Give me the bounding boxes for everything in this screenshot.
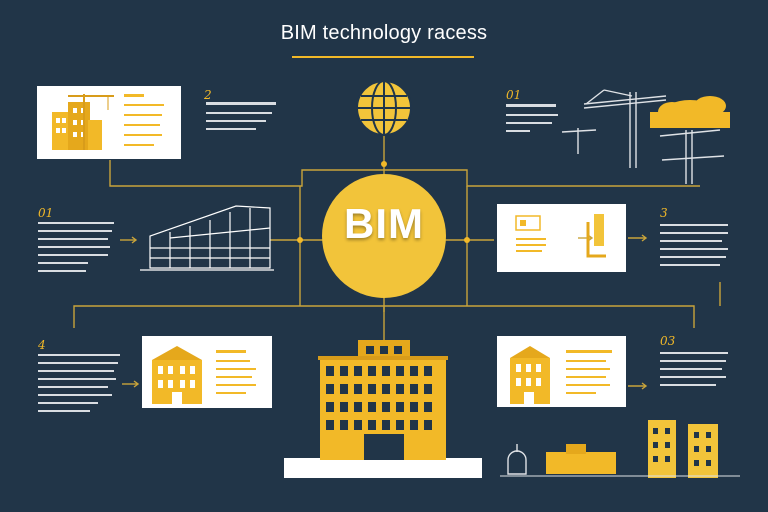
step-number-01-top: 01 — [506, 88, 522, 102]
connector-lines — [73, 136, 721, 390]
cloud-icon — [650, 96, 730, 128]
card-text-lines-bl — [216, 350, 256, 394]
step-number-4: 4 — [38, 338, 46, 352]
building-wireframe-icon — [140, 205, 274, 271]
main-building-icon — [318, 340, 448, 460]
classic-building-icon — [152, 346, 202, 404]
page-title: BIM technology racess — [280, 22, 488, 44]
text-blocks — [38, 102, 728, 412]
step-number-3: 3 — [660, 206, 668, 220]
card-text-lines-br — [566, 350, 612, 394]
city-skyline-icon — [500, 420, 740, 478]
document-icon — [515, 214, 606, 258]
title-underline — [292, 56, 474, 58]
step-number-03: 03 — [660, 334, 676, 348]
step-number-2: 2 — [204, 88, 212, 102]
globe-icon — [356, 80, 412, 136]
classic-building-icon-2 — [510, 346, 550, 404]
step-number-01-left: 01 — [38, 206, 54, 220]
bottom-bar — [284, 458, 482, 478]
crane-building-icon — [52, 94, 114, 150]
bim-hub-circle — [322, 174, 446, 298]
crane-icon — [561, 89, 725, 184]
card-text-lines-tl — [124, 94, 164, 146]
bim-hub-label: BIM — [344, 200, 424, 247]
